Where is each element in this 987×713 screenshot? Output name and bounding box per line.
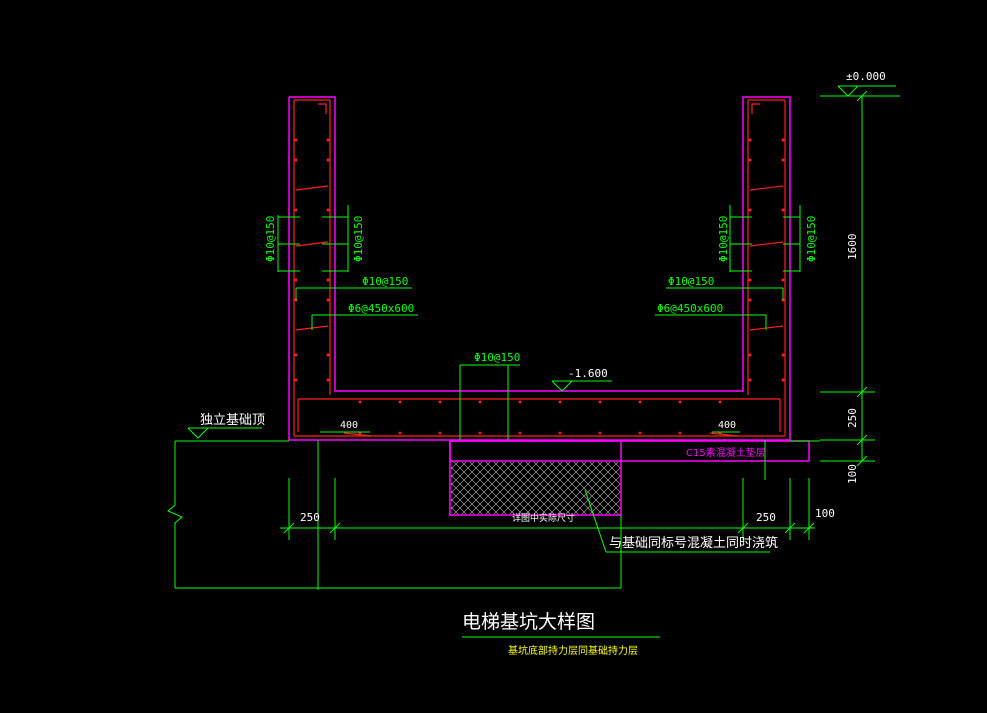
- drawing-title: 电梯基坑大样图: [462, 611, 595, 633]
- rebar-right-outer-label: Φ10@150: [805, 216, 818, 262]
- dim-250-right-label: 250: [756, 511, 776, 524]
- rebar-lines: [293, 99, 786, 437]
- size-note-label: 详图中实际尺寸: [512, 512, 575, 524]
- len-400-left-label: 400: [340, 420, 358, 431]
- dim-100-horizontal-label: 100: [815, 507, 835, 520]
- cushion-label: C15素混凝土垫层: [686, 446, 766, 459]
- pit-concrete-outline: [288, 96, 810, 516]
- dimension-lines: [167, 85, 900, 638]
- rebar-right-inner-label: Φ10@150: [717, 216, 730, 262]
- rebar-left-horizontal-label: Φ10@150: [362, 275, 408, 288]
- rebar-dots: [294, 138, 785, 435]
- labels: ±0.000 1600 250 100 独立基础顶 Φ10@150 Φ10@15…: [200, 70, 886, 657]
- tie-right-label: Φ6@450x600: [657, 302, 723, 315]
- rebar-left-inner-label: Φ10@150: [352, 216, 365, 262]
- drawing-subtitle: 基坑底部持力层同基础持力层: [508, 644, 638, 657]
- rebar-bottom-label: Φ10@150: [474, 351, 520, 364]
- rebar-left-outer-label: Φ10@150: [264, 216, 277, 262]
- rebar-right-horizontal-label: Φ10@150: [668, 275, 714, 288]
- elev-pit-label: -1.600: [568, 367, 608, 380]
- elev-top-label: ±0.000: [846, 70, 886, 83]
- cushion-layer: [449, 440, 810, 462]
- dim-250-left-label: 250: [300, 511, 320, 524]
- tie-left-label: Φ6@450x600: [348, 302, 414, 315]
- dim-250-vertical-label: 250: [846, 408, 859, 428]
- dim-100-vertical-label: 100: [846, 464, 859, 484]
- dim-1600-label: 1600: [846, 234, 859, 261]
- foundation-top-label: 独立基础顶: [200, 413, 265, 428]
- len-400-right-label: 400: [718, 420, 736, 431]
- pour-note-label: 与基础同标号混凝土同时浇筑: [609, 535, 778, 551]
- foundation-hatch: [451, 462, 620, 514]
